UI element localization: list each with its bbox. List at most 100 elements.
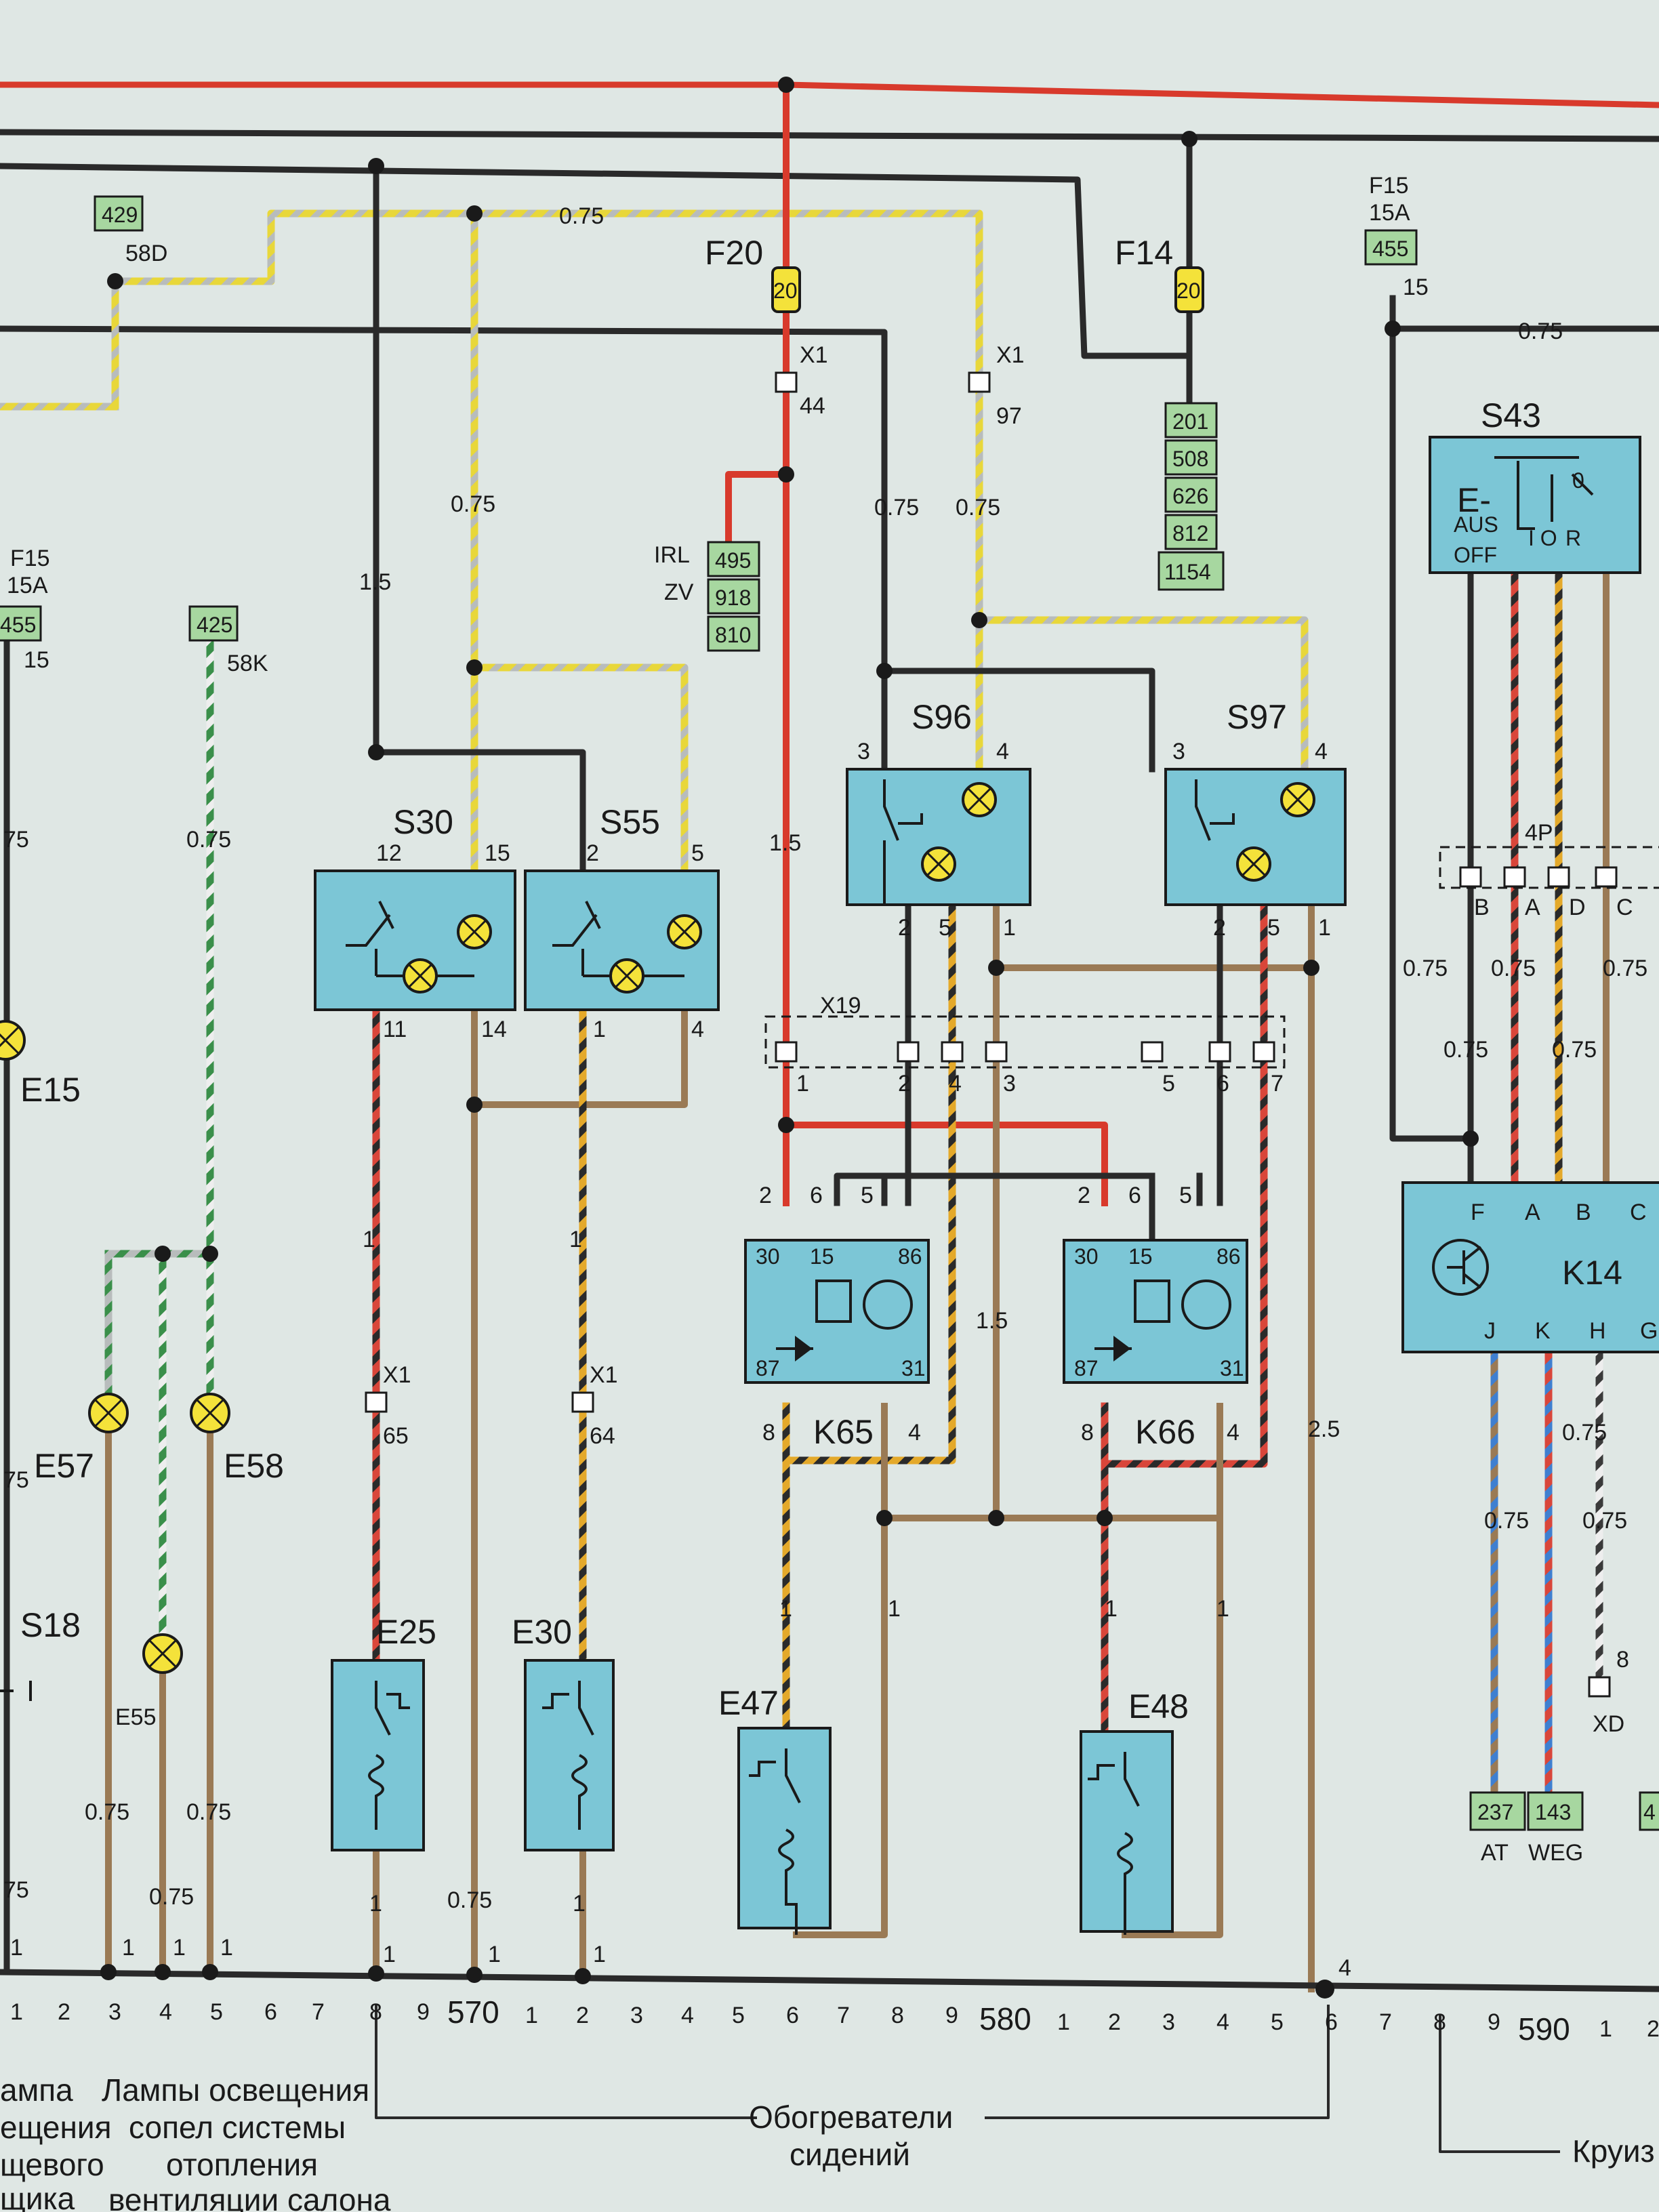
svg-text:590: 590 (1518, 2011, 1570, 2047)
svg-text:75: 75 (3, 1467, 29, 1493)
captions: ампа ещения щевого щика Лампы освещения … (0, 2072, 1655, 2212)
svg-text:15: 15 (1128, 1244, 1153, 1269)
wire-brown-k65-4 (793, 1403, 888, 1938)
node (1303, 960, 1319, 976)
svg-text:2: 2 (1078, 1183, 1090, 1208)
wire-ground-bus (0, 1969, 1659, 1992)
svg-text:5: 5 (210, 1999, 223, 2025)
svg-text:8: 8 (1433, 2009, 1446, 2035)
node (876, 1510, 893, 1526)
node (368, 158, 384, 174)
switch-s43[interactable]: S43 E- AUS OFF 0 I O R (1429, 396, 1641, 574)
svg-text:0.75: 0.75 (1443, 1037, 1488, 1063)
svg-text:E30: E30 (512, 1613, 572, 1651)
svg-text:отопления: отопления (166, 2147, 318, 2182)
svg-text:0.75: 0.75 (186, 1799, 231, 1825)
svg-text:AUS: AUS (1454, 512, 1498, 537)
svg-text:G: G (1640, 1318, 1658, 1344)
node (988, 1510, 1004, 1526)
svg-text:4: 4 (1643, 1800, 1656, 1824)
svg-text:5: 5 (1271, 2009, 1284, 2035)
svg-text:5: 5 (861, 1183, 874, 1208)
svg-text:S18: S18 (20, 1606, 81, 1644)
svg-text:0.75: 0.75 (956, 495, 1000, 520)
svg-text:1: 1 (1057, 2009, 1070, 2035)
tag-1154: 1154 (1158, 551, 1225, 591)
svg-text:S97: S97 (1227, 698, 1287, 736)
tag-201: 201 (1164, 402, 1218, 438)
svg-text:S96: S96 (912, 698, 972, 736)
svg-text:6: 6 (264, 1999, 277, 2025)
node (368, 1965, 384, 1982)
svg-text:WEG: WEG (1528, 1840, 1583, 1866)
wire-yg-bus (111, 209, 983, 411)
svg-text:1: 1 (10, 1935, 23, 1961)
svg-text:IRL: IRL (654, 542, 690, 568)
svg-text:30: 30 (756, 1244, 780, 1269)
svg-text:E48: E48 (1128, 1687, 1189, 1725)
switch-s18[interactable]: S18 (0, 1606, 81, 1701)
svg-text:5: 5 (732, 2003, 745, 2028)
svg-text:918: 918 (715, 586, 751, 610)
svg-text:C: C (1630, 1200, 1647, 1225)
wire-rk-s97-5 (1101, 901, 1268, 1468)
fuse-f15-right: F15 15A 15 (1369, 173, 1429, 300)
svg-text:86: 86 (898, 1244, 922, 1269)
svg-text:3: 3 (108, 1999, 121, 2025)
switch-s96[interactable]: S96 3 4 2 5 1 (846, 698, 1031, 941)
svg-text:31: 31 (901, 1356, 926, 1380)
svg-text:15: 15 (810, 1244, 834, 1269)
node (466, 659, 483, 676)
svg-text:E47: E47 (718, 1684, 779, 1722)
tag-455-left: 455 (0, 605, 42, 642)
lamp-e58: E58 (190, 1393, 284, 1485)
svg-text:570: 570 (447, 1994, 499, 2030)
svg-text:X1: X1 (383, 1362, 411, 1388)
svg-text:30: 30 (1074, 1244, 1099, 1269)
svg-text:0.75: 0.75 (447, 1887, 492, 1913)
svg-text:2: 2 (759, 1183, 772, 1208)
svg-text:1: 1 (122, 1935, 135, 1961)
svg-text:ZV: ZV (664, 579, 694, 605)
svg-text:20: 20 (1176, 279, 1201, 303)
svg-text:E57: E57 (34, 1447, 94, 1485)
svg-text:5: 5 (1267, 915, 1280, 941)
svg-text:0.75: 0.75 (559, 203, 604, 229)
wire-yk-s96-5 (782, 901, 956, 1465)
svg-text:2: 2 (58, 1999, 70, 2025)
svg-text:64: 64 (590, 1423, 615, 1449)
svg-text:87: 87 (756, 1356, 780, 1380)
tag-4-edge: 4 (1639, 1791, 1659, 1831)
node (466, 1967, 483, 1983)
svg-text:ещения: ещения (0, 2110, 112, 2145)
svg-text:X1: X1 (996, 342, 1025, 368)
node (100, 1964, 117, 1980)
svg-text:0.75: 0.75 (1562, 1420, 1607, 1446)
svg-text:237: 237 (1477, 1800, 1513, 1824)
svg-text:F15: F15 (1369, 173, 1409, 199)
svg-text:9: 9 (1488, 2009, 1500, 2035)
svg-text:2: 2 (898, 915, 911, 941)
heater-e48: E48 (1080, 1687, 1189, 1935)
svg-text:0.75: 0.75 (186, 827, 231, 853)
switch-s97[interactable]: S97 3 4 2 5 1 (1164, 698, 1347, 941)
svg-text:щика: щика (0, 2181, 75, 2212)
lamp-e55: E55 (115, 1633, 183, 1730)
svg-text:4: 4 (1216, 2009, 1229, 2035)
svg-text:3: 3 (857, 739, 870, 764)
svg-text:0.75: 0.75 (874, 495, 919, 520)
svg-text:S43: S43 (1481, 396, 1541, 434)
svg-text:201: 201 (1172, 409, 1208, 434)
connector-group (365, 371, 1659, 1698)
switch-s55[interactable]: S55 2 5 1 4 (524, 803, 720, 1042)
svg-text:сопел системы: сопел системы (129, 2110, 346, 2145)
tag-429: 429 (94, 195, 144, 232)
svg-text:1: 1 (888, 1596, 901, 1622)
svg-text:0.75: 0.75 (1603, 956, 1647, 981)
svg-text:0.75: 0.75 (1491, 956, 1536, 981)
svg-text:58D: 58D (125, 241, 167, 266)
wire-red-irl (725, 471, 790, 559)
switch-s30[interactable]: S30 12 15 11 14 (314, 803, 516, 1042)
wire-black-rail (0, 129, 1659, 142)
svg-text:87: 87 (1074, 1356, 1099, 1380)
